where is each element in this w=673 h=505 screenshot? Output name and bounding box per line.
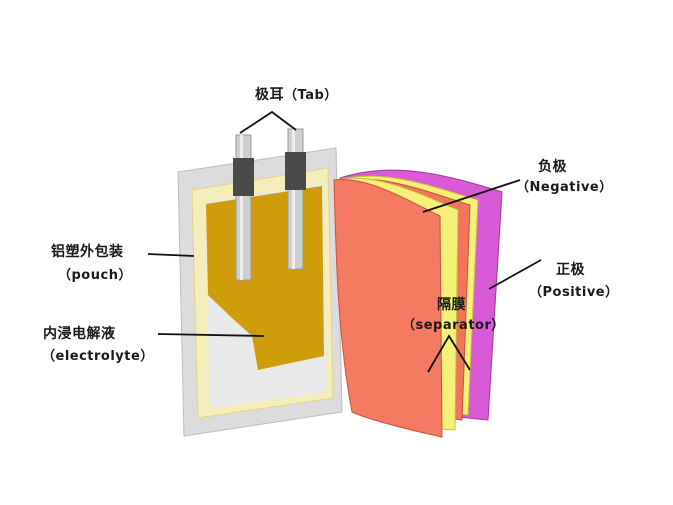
tab-label-cn: 极耳 bbox=[255, 87, 284, 103]
negative-label-cn: 负极 bbox=[538, 159, 567, 175]
pouch-label-en: （pouch） bbox=[58, 268, 132, 283]
positive-label-en: （Positive） bbox=[529, 285, 619, 300]
pouch-leader-line bbox=[147, 253, 195, 257]
tab-left bbox=[233, 134, 254, 281]
tab-right bbox=[285, 128, 306, 270]
separator-label-en: （separator） bbox=[402, 318, 505, 333]
positive-label-cn: 正极 bbox=[556, 262, 585, 278]
separator-leader-line bbox=[427, 334, 471, 373]
negative-sheet bbox=[333, 178, 443, 438]
tab-label: 极耳（Tab） bbox=[255, 84, 338, 104]
negative-label-en: （Negative） bbox=[516, 180, 613, 195]
negative-leader-line bbox=[422, 179, 521, 213]
electrolyte-label-cn: 内浸电解液 bbox=[43, 326, 116, 342]
pouch-label-cn: 铝塑外包装 bbox=[51, 244, 124, 260]
separator-label-cn: 隔膜 bbox=[437, 297, 466, 313]
tab-label-en: （Tab） bbox=[284, 88, 338, 103]
tab-leader-line bbox=[239, 110, 297, 134]
electrolyte-leader-line bbox=[157, 333, 265, 337]
electrolyte-label-en: （electrolyte） bbox=[42, 349, 154, 364]
positive-leader-line bbox=[488, 259, 542, 290]
